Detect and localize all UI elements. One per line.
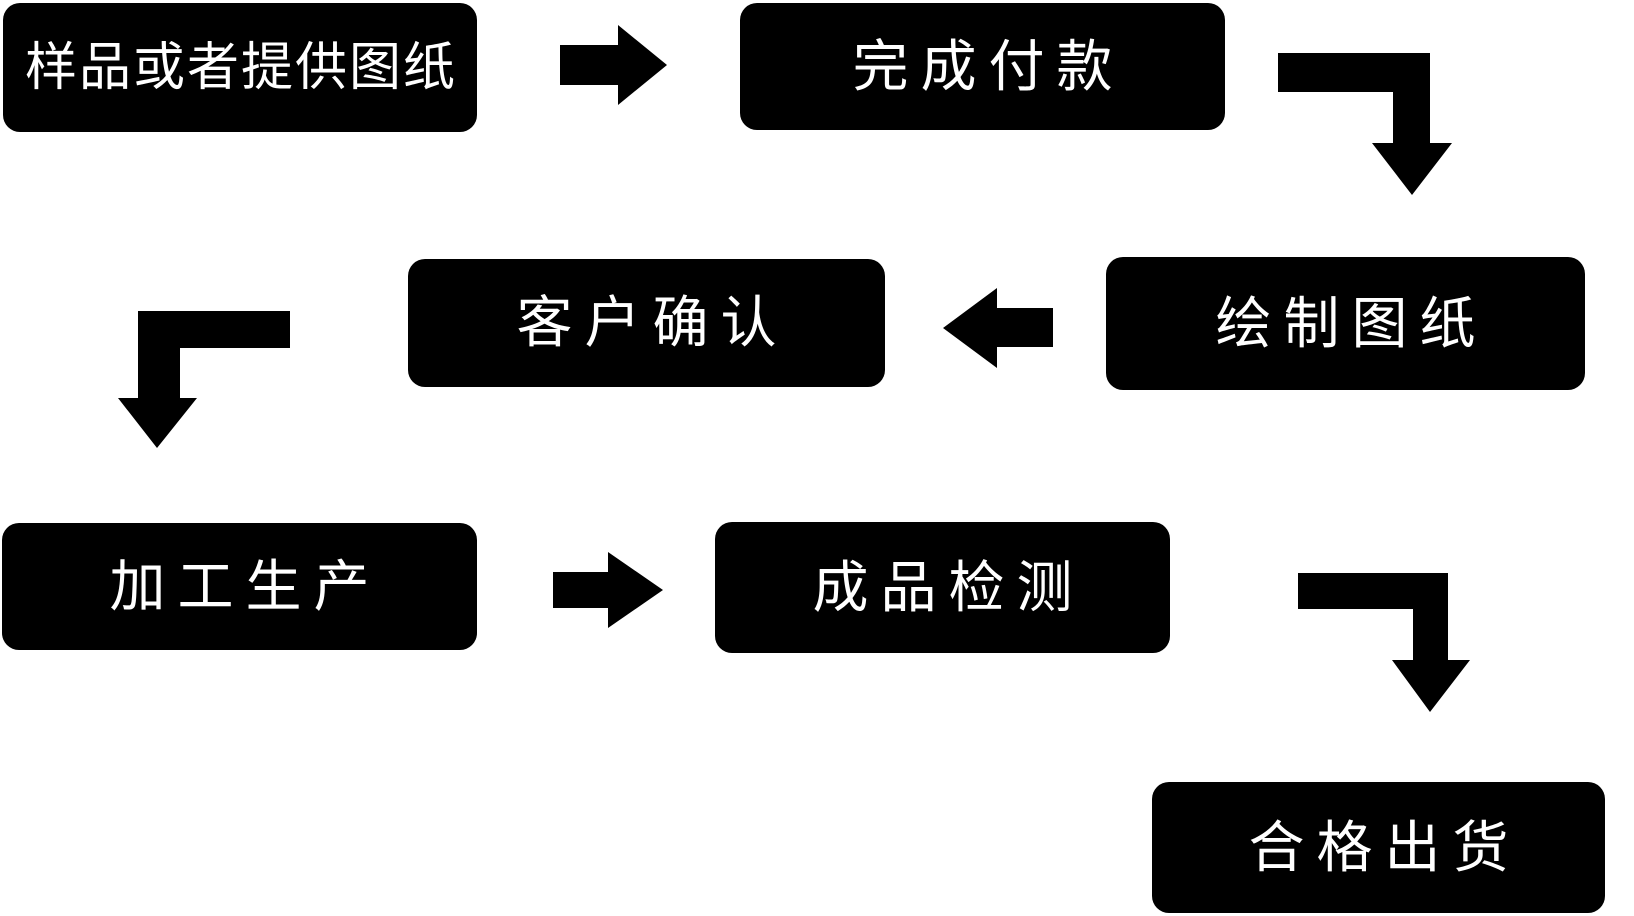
flow-node-confirm-label: 客户确认	[516, 291, 789, 354]
flow-node-inspection: 成品检测	[715, 522, 1170, 653]
flow-node-sample: 样品或者提供图纸	[3, 3, 477, 132]
flow-node-payment-label: 完成付款	[852, 34, 1125, 98]
arrow-elbow-inspection-to-shipment-icon	[1298, 573, 1470, 712]
flow-node-production-label: 加工生产	[109, 554, 382, 618]
flow-node-confirm: 客户确认	[408, 259, 885, 387]
flow-node-shipment: 合格出货	[1152, 782, 1605, 913]
arrow-elbow-confirm-to-production-icon	[118, 311, 290, 448]
flow-node-payment: 完成付款	[740, 3, 1225, 130]
flow-node-drawing-label: 绘制图纸	[1215, 291, 1488, 355]
flow-node-shipment-label: 合格出货	[1248, 815, 1521, 879]
flow-node-production: 加工生产	[2, 523, 477, 650]
arrow-elbow-payment-to-drawing-icon	[1278, 53, 1452, 195]
flow-node-inspection-label: 成品检测	[812, 555, 1085, 619]
arrow-right-sample-to-payment-icon	[560, 25, 667, 105]
arrow-left-drawing-to-confirm-icon	[943, 288, 1053, 368]
arrow-right-production-to-inspection-icon	[553, 552, 663, 628]
flow-node-drawing: 绘制图纸	[1106, 257, 1585, 390]
flow-node-sample-label: 样品或者提供图纸	[24, 38, 457, 97]
